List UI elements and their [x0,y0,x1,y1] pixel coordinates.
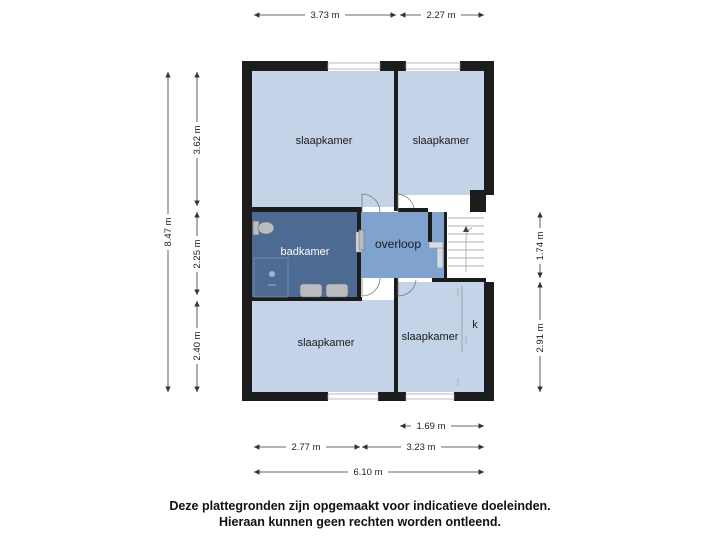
label-storage: k [472,319,478,331]
windows [327,62,461,400]
dim-right-upper: 1.74 m [535,231,546,260]
room-storage [454,282,484,392]
label-bedroom-top-right: slaapkamer [413,135,470,147]
exterior-walls [242,61,494,401]
dimension-top: 3.73 m 2.27 m [254,8,484,22]
label-bathroom: badkamer [281,246,330,258]
interior-walls [252,71,486,392]
disclaimer: Deze plattegronden zijn opgemaakt voor i… [0,498,720,530]
dim-bottom-left: 2.77 m [291,442,320,453]
room-stairwell [444,212,486,278]
dim-bottom-right: 3.23 m [406,442,435,453]
label-bedroom-top-left: slaapkamer [296,135,353,147]
room-bedroom-bottom-right [398,282,454,392]
disclaimer-line-2: Hieraan kunnen geen rechten worden ontle… [219,515,501,529]
label-bedroom-bottom-left: slaapkamer [298,337,355,349]
staircase [448,217,484,272]
dimension-left-segments: 3.62 m 2.25 m 2.40 m [189,72,205,392]
bathroom-fixtures [252,220,365,298]
dim-bottom-total: 6.10 m [353,467,382,478]
dim-right-lower: 2.91 m [535,323,546,352]
dim-top-left: 3.73 m [310,10,339,21]
dim-top-right: 2.27 m [426,10,455,21]
dim-bottom-door: 1.69 m [416,421,445,432]
room-bedroom-top-left [252,71,394,207]
dim-left-upper: 3.62 m [192,125,203,154]
room-bedroom-top-right [398,71,485,195]
closet-doors [457,286,467,386]
dimension-right: 1.74 m 2.91 m [532,212,548,392]
dim-left-lower: 2.40 m [192,331,203,360]
disclaimer-line-1: Deze plattegronden zijn opgemaakt voor i… [169,499,551,513]
dimension-bottom: 1.69 m 2.77 m 3.23 m 6.10 m [254,419,484,479]
label-landing: overloop [375,237,421,251]
dim-left-middle: 2.25 m [192,239,203,268]
dimension-left-total: 8.47 m [160,72,176,392]
room-bedroom-bottom-left [252,300,394,392]
label-bedroom-bottom-right: slaapkamer [402,331,459,343]
dim-left-total: 8.47 m [163,217,174,246]
